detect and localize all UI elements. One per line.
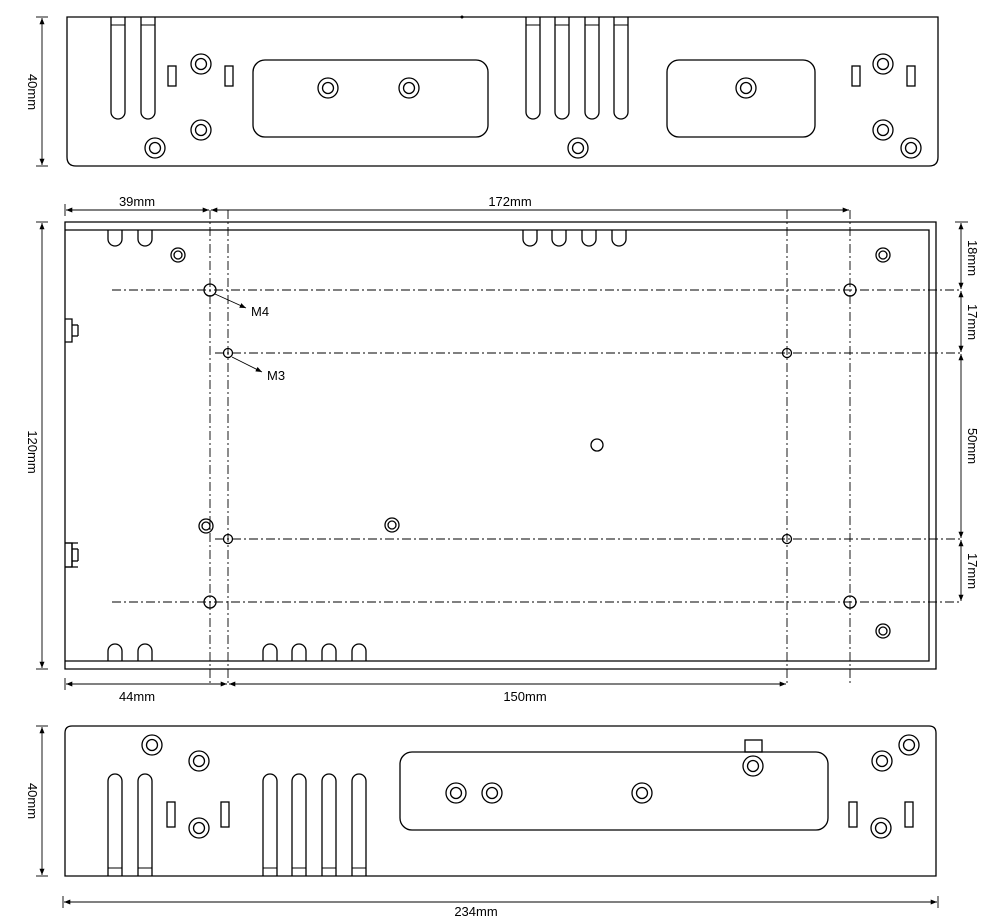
top-height-label: 40mm [25, 74, 40, 110]
dim-172mm: 172mm [211, 194, 849, 213]
top-view-slots [167, 65, 916, 87]
bottom-view-window [399, 751, 829, 831]
dim-172mm-label: 172mm [488, 194, 531, 209]
m4-callout: M4 [214, 293, 269, 319]
top-view-vents-left [110, 17, 156, 120]
plan-screws [170, 247, 891, 639]
dim-39mm: 39mm [64, 194, 209, 216]
top-view-window-right [666, 59, 816, 138]
plan-outer-outline [64, 221, 937, 670]
top-view-outline [66, 16, 939, 167]
bottom-height-label: 40mm [25, 783, 40, 819]
top-view-vents-center [525, 17, 629, 120]
dim-44mm-label: 44mm [119, 689, 155, 704]
top-side-view: 40mm [25, 15, 939, 167]
m4-label: M4 [251, 304, 269, 319]
dim-120mm-label: 120mm [25, 430, 40, 473]
m4-holes [203, 283, 857, 609]
dim-44mm: 44mm [64, 678, 227, 704]
dim-17mm-top-label: 17mm [965, 304, 980, 340]
bottom-view-vents-left [107, 773, 153, 876]
overall-length-dimension: 234mm [62, 896, 939, 919]
plan-side-notches [65, 318, 79, 568]
bottom-height-dimension: 40mm [25, 725, 48, 877]
top-view-window-left [252, 59, 489, 138]
dim-150mm-label: 150mm [503, 689, 546, 704]
top-height-dimension: 40mm [25, 16, 48, 167]
m3-callout: M3 [231, 356, 285, 383]
plan-view: M4 M3 39mm 172mm 44mm 150mm [25, 194, 980, 704]
bottom-view-slots [166, 801, 914, 828]
dim-39mm-label: 39mm [119, 194, 155, 209]
bottom-side-view: 40mm 234mm [25, 725, 939, 919]
m3-label: M3 [267, 368, 285, 383]
bottom-view-screws [141, 734, 920, 839]
plan-vents-bottom [107, 643, 367, 661]
dim-120mm: 120mm [25, 221, 48, 670]
bottom-view-outline [64, 725, 937, 877]
overall-length-label: 234mm [454, 904, 497, 919]
dim-50mm-label: 50mm [965, 428, 980, 464]
dim-150mm: 150mm [229, 681, 786, 704]
plan-vents-top [107, 230, 627, 247]
bottom-view-vents-center [262, 773, 367, 876]
dim-18mm-label: 18mm [965, 240, 980, 276]
top-view-screws [144, 53, 922, 159]
bottom-view-tab [744, 739, 763, 753]
plan-inner-outline [65, 229, 930, 662]
plan-centerlines [112, 210, 960, 686]
m3-holes [222, 347, 793, 545]
dim-17mm-bottom-label: 17mm [965, 553, 980, 589]
right-vertical-dims: 18mm 17mm 50mm 17mm [955, 221, 980, 601]
